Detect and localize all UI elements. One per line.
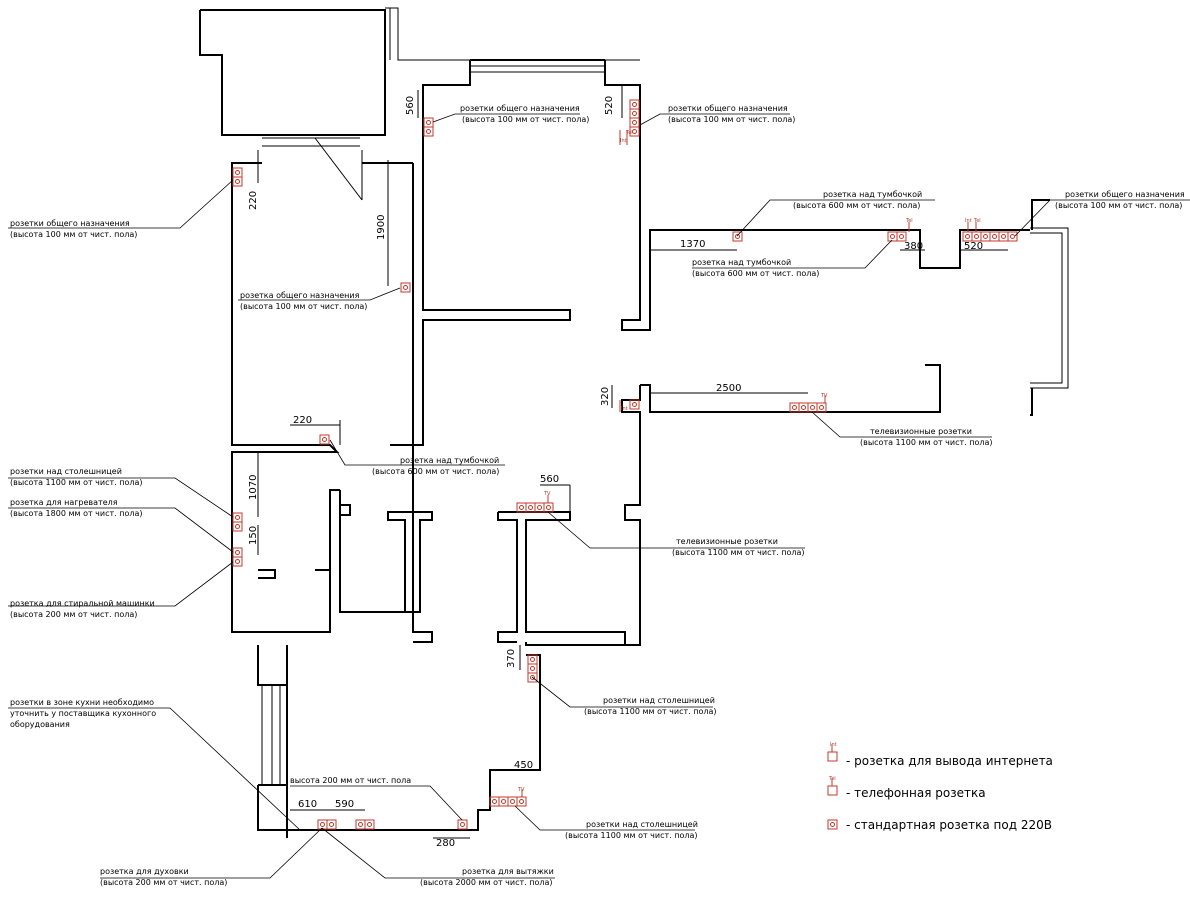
- callout-r5-height: (высота 100 мм от чист. пола): [668, 115, 795, 124]
- callout-r8-title: розетки общего назначения: [1065, 190, 1185, 199]
- sockets: [232, 99, 1018, 830]
- legend-standard: - стандартная розетка под 220В: [846, 818, 1052, 832]
- legend-phone-icon: Tel: [827, 776, 838, 796]
- callout-r8-height: (высота 100 мм от чист. пола): [1055, 201, 1182, 210]
- callout-r6-title: розетка над тумбочкой: [823, 190, 922, 199]
- walls: [199, 7, 1069, 838]
- dim-320: 320: [600, 387, 611, 406]
- callout-r5-title: розетки общего назначения: [668, 104, 788, 113]
- callout-r18-title: розетка для духовки: [100, 867, 189, 876]
- callout-r2-height: (высота 100 мм от чист. пола): [240, 302, 367, 311]
- callout-r19-height: (высота 2000 мм от чист. пола): [420, 878, 553, 887]
- callout-r6-height: (высота 600 мм от чист. пола): [793, 201, 920, 210]
- dim-220: 220: [248, 191, 259, 210]
- dim-560-tv: 560: [540, 474, 559, 485]
- dim-610: 610: [298, 799, 317, 810]
- dim-590: 590: [335, 799, 354, 810]
- callout-r11-title: розетка для нагревателя: [10, 498, 118, 507]
- callout-r19-title: розетка для вытяжки: [462, 867, 554, 876]
- callout-r13-title: телевизионные розетки: [676, 537, 778, 546]
- tv-icon: TV: [517, 787, 525, 793]
- dim-450: 450: [514, 760, 533, 771]
- dim-380: 380: [904, 241, 923, 252]
- legend-standard-icon: [827, 819, 838, 830]
- tel-icon: Tel: [625, 130, 633, 136]
- dimension-texts: 560 520 220 1900 1370 380 520 2500 320 2…: [248, 96, 983, 849]
- tv-icon: TV: [543, 491, 551, 497]
- callout-r14-line3: оборудования: [10, 720, 70, 729]
- callout-r9-height: (высота 1100 мм от чист. пола): [860, 438, 993, 447]
- callout-r3-title: розетка над тумбочкой: [400, 456, 499, 465]
- callouts: розетки общего назначения (высота 100 мм…: [10, 104, 1185, 887]
- leaders: [8, 113, 1190, 879]
- tel-icon: Tel: [905, 218, 913, 224]
- callout-r7-height: (высота 600 мм от чист. пола): [692, 269, 819, 278]
- callout-r17-title: розетки над столешницей: [586, 820, 698, 829]
- callout-r15-title: розетки над столешницей: [603, 696, 715, 705]
- callout-r12-height: (высота 200 мм от чист. пола): [10, 610, 137, 619]
- dim-1370: 1370: [680, 239, 705, 250]
- dimension-lines: [257, 85, 1008, 839]
- callout-r4-title: розетки общего назначения: [460, 104, 580, 113]
- dim-370: 370: [506, 649, 517, 668]
- callout-r12-title: розетка для стиральной машинки: [10, 599, 155, 608]
- callout-r10-title: розетки над столешницей: [10, 467, 122, 476]
- legend-internet: - розетка для вывода интернета: [846, 754, 1053, 768]
- dim-280: 280: [436, 838, 455, 849]
- callout-r7-title: розетка над тумбочкой: [692, 258, 791, 267]
- dim-2500: 2500: [716, 383, 741, 394]
- svg-text:Int: Int: [830, 742, 837, 748]
- dim-150: 150: [248, 526, 259, 545]
- callout-r11-height: (высота 1800 мм от чист. пола): [10, 509, 143, 518]
- dim-1070: 1070: [248, 475, 259, 500]
- dim-520-right: 520: [964, 241, 983, 252]
- int-icon: Int: [621, 406, 628, 412]
- dim-1900: 1900: [376, 215, 387, 240]
- int-icon: Int: [620, 138, 627, 144]
- svg-text:Tel: Tel: [828, 776, 836, 782]
- callout-r10-height: (высота 1100 мм от чист. пола): [10, 478, 143, 487]
- dim-560: 560: [405, 96, 416, 115]
- callout-r18-height: (высота 200 мм от чист. пола): [100, 878, 227, 887]
- dim-220-lower: 220: [293, 415, 312, 426]
- callout-r2-title: розетка общего назначения: [240, 291, 360, 300]
- callout-r4-height: (высота 100 мм от чист. пола): [462, 115, 589, 124]
- legend-internet-icon: Int: [827, 742, 838, 762]
- callout-r17-height: (высота 1100 мм от чист. пола): [565, 831, 698, 840]
- legend: Int - розетка для вывода интернета Tel -…: [827, 742, 1053, 832]
- callout-r16: высота 200 мм от чист. пола: [290, 776, 411, 785]
- callout-r14-line2: уточнить у поставщика кухонного: [10, 709, 156, 718]
- int-icon: Int: [965, 218, 972, 224]
- special-socket-markers: Int Tel Tel Int Tel TV Int TV TV: [517, 130, 981, 797]
- callout-r15-height: (высота 1100 мм от чист. пола): [584, 707, 717, 716]
- callout-r13-height: (высота 1100 мм от чист. пола): [672, 548, 805, 557]
- legend-phone: - телефонная розетка: [846, 786, 986, 800]
- callout-r1-height: (высота 100 мм от чист. пола): [10, 230, 137, 239]
- dim-520: 520: [604, 96, 615, 115]
- callout-r9-title: телевизионные розетки: [870, 427, 972, 436]
- tel-icon: Tel: [973, 218, 981, 224]
- callout-r14-line1: розетки в зоне кухни необходимо: [10, 698, 154, 707]
- callout-r1-title: розетки общего назначения: [10, 219, 130, 228]
- tv-icon: TV: [820, 393, 828, 399]
- callout-r3-height: (высота 600 мм от чист. пола): [372, 467, 499, 476]
